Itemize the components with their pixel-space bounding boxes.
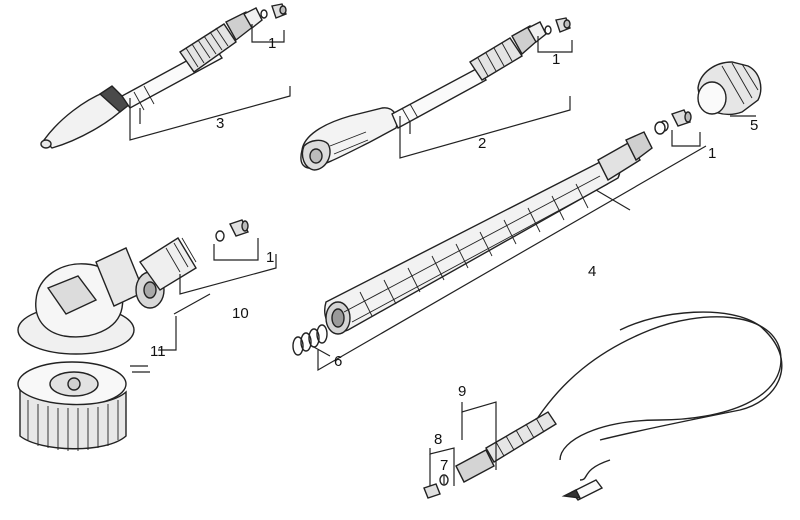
small-nut-bottom bbox=[423, 474, 449, 499]
hose-spring bbox=[495, 417, 545, 457]
coupling-cap-icon bbox=[697, 61, 762, 116]
callout-2: 2 bbox=[478, 135, 486, 152]
small-nut-top bbox=[260, 3, 287, 19]
extension-lance-icon bbox=[324, 121, 666, 335]
callout-9: 9 bbox=[458, 383, 466, 400]
grip-ribs bbox=[179, 23, 237, 73]
leader-lines bbox=[129, 24, 756, 486]
small-nut-mid bbox=[544, 17, 571, 35]
callout-1-top: 1 bbox=[268, 35, 276, 52]
grip-ribs-2 bbox=[469, 37, 523, 81]
rotating-brush-icon bbox=[17, 237, 197, 451]
spring-icon bbox=[292, 324, 328, 356]
callout-3: 3 bbox=[216, 115, 224, 132]
conical-nozzle-icon bbox=[40, 7, 263, 149]
callout-labels: 1 3 1 2 1 5 4 6 1 10 11 9 8 7 bbox=[150, 35, 758, 474]
callout-7: 7 bbox=[440, 457, 448, 474]
brush-grip-ribs bbox=[165, 237, 197, 273]
lance-grid bbox=[343, 175, 609, 323]
callout-4: 4 bbox=[588, 263, 596, 280]
callout-1-mid: 1 bbox=[552, 51, 560, 68]
spray-lance-icon bbox=[300, 21, 547, 171]
bristles bbox=[27, 400, 119, 451]
callout-5: 5 bbox=[750, 117, 758, 134]
callout-8: 8 bbox=[434, 431, 442, 448]
callout-10: 10 bbox=[232, 305, 249, 322]
callout-11: 11 bbox=[150, 343, 166, 360]
callout-1-left: 1 bbox=[266, 249, 274, 266]
callout-1-right: 1 bbox=[708, 145, 716, 162]
high-pressure-hose-icon bbox=[455, 311, 783, 501]
callout-6: 6 bbox=[334, 353, 342, 370]
small-nut-left bbox=[215, 219, 249, 242]
